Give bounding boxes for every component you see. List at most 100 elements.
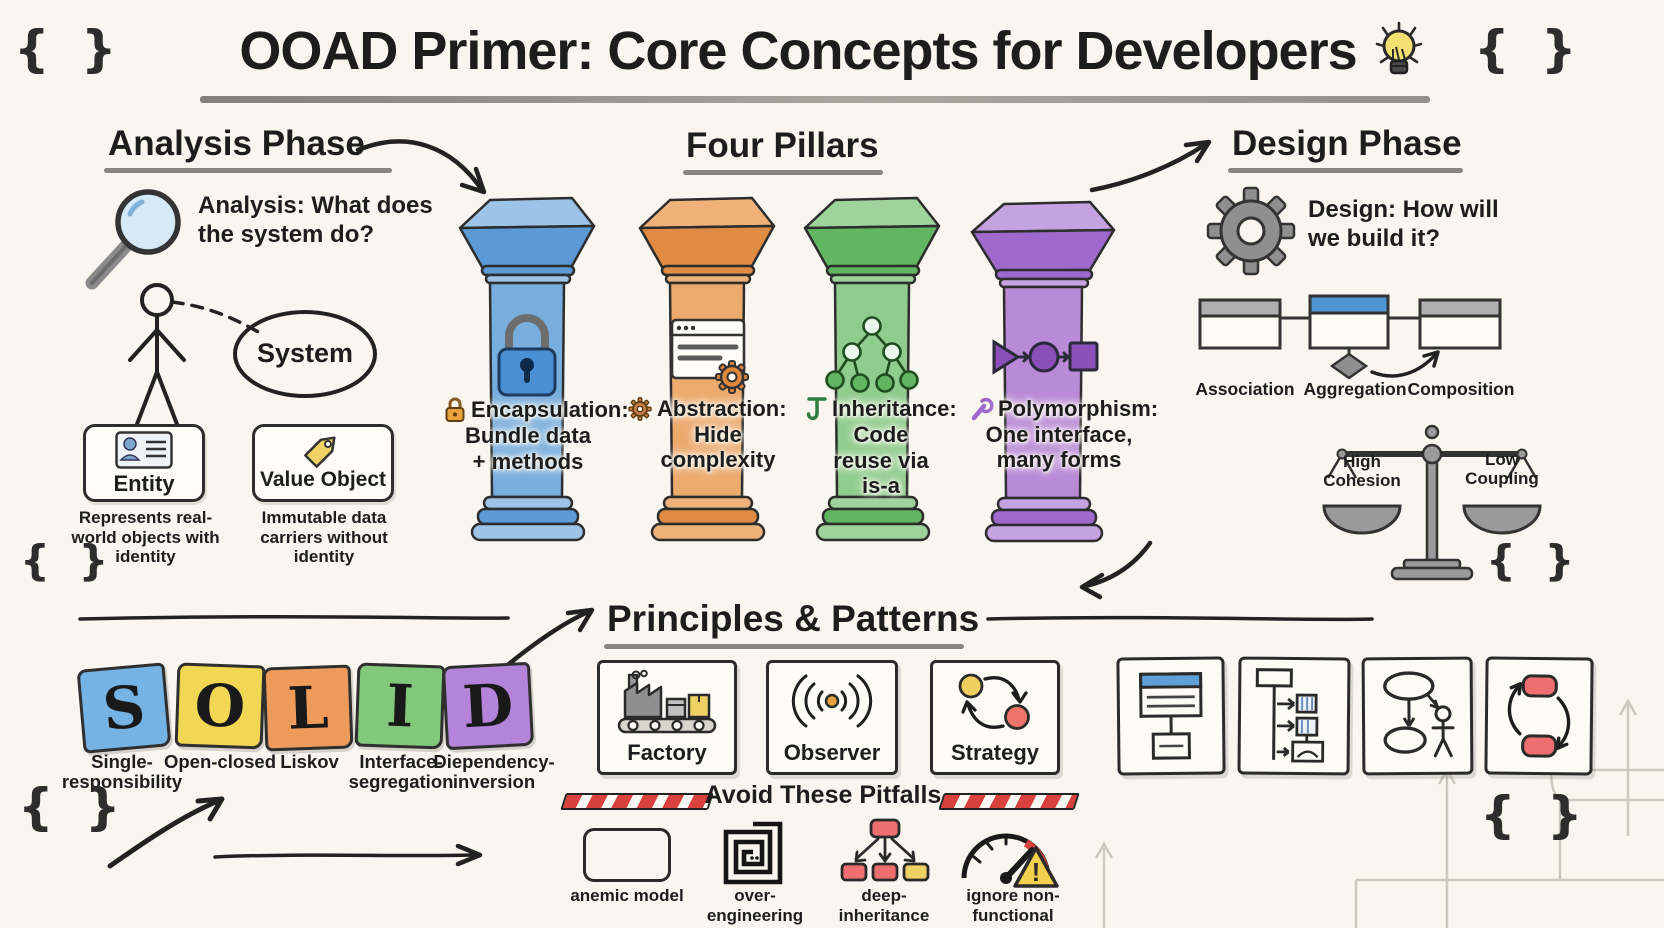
pitfalls-heading: Avoid These Pitfalls bbox=[704, 781, 942, 809]
solid-tile-s: S bbox=[76, 662, 172, 754]
value-object-card: Value Object bbox=[252, 424, 394, 502]
brace-decoration-mid-left: { } bbox=[20, 536, 116, 585]
pillar-name: Inheritance: bbox=[832, 396, 957, 422]
design-question: Design: How will we build it? bbox=[1308, 196, 1499, 252]
use-case-sketch bbox=[128, 283, 377, 434]
brace-decoration-top-left: { } bbox=[14, 20, 124, 78]
id-card-icon bbox=[115, 431, 173, 469]
pillars-heading: Four Pillars bbox=[686, 126, 879, 165]
entity-desc: Represents real-world objects with ident… bbox=[71, 508, 220, 567]
solid-tile-i: I bbox=[354, 662, 446, 750]
window-gear-icon bbox=[670, 318, 749, 394]
page-title: OOAD Primer: Core Concepts for Developer… bbox=[239, 21, 1357, 81]
principles-underline bbox=[604, 644, 964, 649]
pitfall-label-over-engineering: over-engineering bbox=[706, 886, 804, 925]
brace-decoration-bottom-right: { } bbox=[1480, 786, 1590, 844]
arrow-to-design bbox=[1089, 139, 1212, 193]
lock-icon bbox=[497, 314, 557, 397]
triangle-circle-square-icon bbox=[992, 339, 1099, 375]
design-underline bbox=[1228, 168, 1463, 173]
tree-icon bbox=[825, 316, 919, 393]
pattern-label: Factory bbox=[627, 740, 707, 765]
pillar-name: Encapsulation: bbox=[471, 396, 629, 422]
pillar-polymorphism bbox=[970, 200, 1116, 543]
pattern-box-observer: Observer bbox=[766, 660, 898, 775]
use-case-label: System bbox=[256, 338, 354, 368]
brace-decoration-bottom-left: { } bbox=[18, 778, 128, 836]
use-case-ellipse bbox=[233, 310, 377, 398]
solid-letter: O bbox=[193, 671, 247, 741]
signal-waves-icon bbox=[791, 674, 873, 728]
pitfall-label-deep-inheritance: deep-inheritance bbox=[838, 886, 930, 925]
brace-decoration-mid-right: { } bbox=[1486, 536, 1582, 585]
thumb-class-diagram bbox=[1116, 656, 1226, 776]
pillar-desc: Code reuse via is-a bbox=[833, 422, 929, 499]
class-diagram-icon bbox=[1139, 672, 1203, 760]
header: OOAD Primer: Core Concepts for Developer… bbox=[0, 20, 1664, 84]
value-object-desc: Immutable data carriers without identity bbox=[260, 508, 388, 567]
design-gear-icon bbox=[1206, 186, 1296, 276]
analysis-heading: Analysis Phase bbox=[108, 124, 365, 163]
maze-icon bbox=[723, 821, 783, 885]
thumb-sequence-diagram bbox=[1237, 656, 1351, 776]
tag-icon bbox=[304, 436, 336, 468]
pillar-inheritance bbox=[803, 196, 941, 542]
pillar-caption-polymorphism: Polymorphism: One interface, many forms bbox=[970, 396, 1158, 473]
pattern-box-strategy: Strategy bbox=[930, 660, 1060, 775]
solid-letter: S bbox=[100, 672, 148, 744]
analysis-underline bbox=[104, 168, 392, 173]
wrench-mini-icon bbox=[971, 397, 994, 420]
pillar-name: Polymorphism: bbox=[998, 396, 1159, 421]
uml-relationships-sketch bbox=[1198, 294, 1502, 380]
pillar-desc: Bundle data + methods bbox=[465, 423, 591, 474]
pattern-box-factory: Factory bbox=[597, 660, 737, 775]
solid-label-interface-segregation: Interface-segregation bbox=[348, 751, 454, 793]
pattern-label: Observer bbox=[783, 740, 881, 765]
solid-letter: L bbox=[286, 673, 330, 743]
solid-tile-l: L bbox=[262, 664, 354, 752]
hazard-stripe-left bbox=[560, 793, 714, 810]
pillar-caption-inheritance: Inheritance: Code reuse via is-a bbox=[806, 396, 957, 499]
entity-card: Entity bbox=[83, 424, 205, 502]
pillar-desc: Hide complexity bbox=[660, 421, 776, 473]
inheritance-tree-icon bbox=[840, 818, 930, 882]
use-case-diagram-icon bbox=[1382, 671, 1455, 758]
lock-mini-icon bbox=[445, 397, 465, 422]
relationship-label-association: Association bbox=[1195, 379, 1295, 399]
pillars-underline bbox=[683, 170, 883, 175]
scale-label-low-coupling: Low Coupling bbox=[1465, 450, 1539, 489]
brace-decoration-top-right: { } bbox=[1474, 20, 1584, 78]
factory-icon bbox=[617, 669, 717, 734]
empty-box-icon bbox=[583, 828, 671, 882]
warning-exclamation: ! bbox=[1032, 857, 1041, 887]
relationship-label-aggregation: Aggregation bbox=[1303, 379, 1407, 399]
hazard-stripe-right bbox=[938, 793, 1080, 810]
solid-label-dependency-inversion: Diependency-inversion bbox=[433, 751, 555, 793]
state-cycle-diagram-icon bbox=[1507, 674, 1571, 758]
solid-letter: I bbox=[385, 671, 415, 741]
lightbulb-icon bbox=[1375, 21, 1422, 75]
thumb-use-case-diagram bbox=[1361, 656, 1474, 776]
pitfall-label-ignore-non-functional: ignore non-functional bbox=[966, 886, 1060, 925]
scale-label-high-cohesion: High Cohesion bbox=[1323, 452, 1401, 491]
gear-mini-icon bbox=[628, 397, 652, 421]
balance-scale-icon bbox=[1322, 424, 1542, 581]
pillar-name: Abstraction: bbox=[657, 396, 787, 421]
pitfall-label-anemic-model: anemic model bbox=[570, 886, 684, 905]
relationship-label-composition: Composition bbox=[1407, 379, 1515, 399]
pillar-encapsulation bbox=[458, 196, 596, 542]
solid-tile-d: D bbox=[441, 661, 535, 751]
solid-label-single-responsibility: Single-responsibility bbox=[61, 751, 183, 793]
cycle-shapes-icon bbox=[958, 673, 1030, 730]
title-underline bbox=[200, 96, 1430, 103]
pillar-caption-encapsulation: Encapsulation: Bundle data + methods bbox=[444, 396, 629, 474]
solid-label-open-closed: Open-closed bbox=[163, 751, 277, 772]
actor-stick-figure bbox=[128, 283, 186, 434]
value-object-label: Value Object bbox=[259, 468, 387, 491]
actor-system-link bbox=[170, 300, 264, 336]
gauge-warning-icon: ! bbox=[961, 833, 1059, 888]
sequence-diagram-icon bbox=[1255, 668, 1325, 763]
solid-letter: D bbox=[461, 670, 515, 742]
analysis-question: Analysis: What does the system do? bbox=[198, 192, 433, 248]
